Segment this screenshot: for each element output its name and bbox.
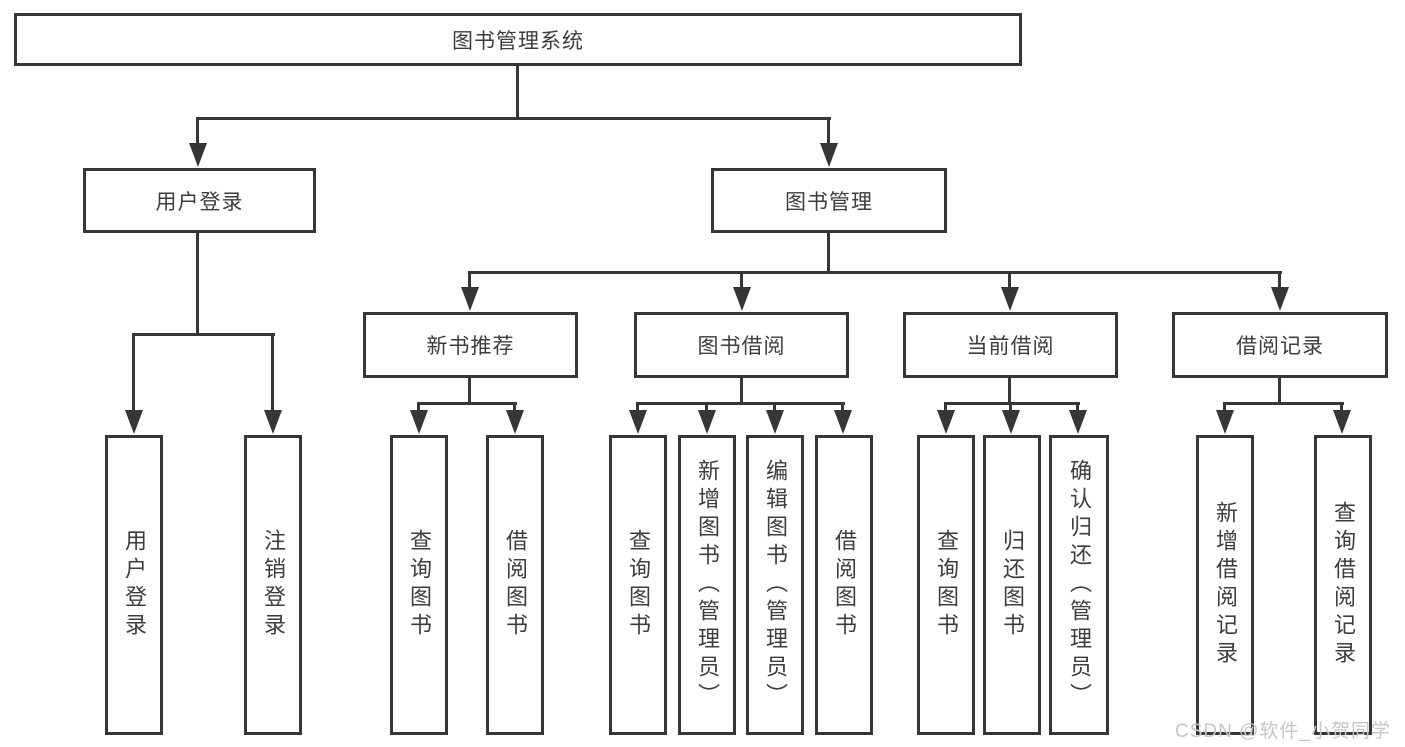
edge-drop-leaf-user-login xyxy=(132,333,135,415)
leaf-bb-add-books-label: 新增图书（管理员） xyxy=(695,459,720,711)
arrow-down-icon xyxy=(506,410,524,434)
node-book-management-label: 图书管理 xyxy=(785,190,873,214)
edge-drop-bb-edit xyxy=(773,402,776,415)
node-book-management: 图书管理 xyxy=(711,168,947,233)
leaf-user-login-label: 用户登录 xyxy=(122,529,147,641)
edge-drop-book-borrowing xyxy=(740,271,743,293)
arrow-down-icon xyxy=(820,143,838,167)
leaf-nb-query-books: 查询图书 xyxy=(390,435,448,735)
edge-drop-borrowing-records xyxy=(1278,271,1281,293)
leaf-nb-borrow-books: 借阅图书 xyxy=(486,435,544,735)
arrow-down-icon xyxy=(1002,410,1020,434)
edge-drop-book-management xyxy=(827,117,830,147)
edge-user-login-branch xyxy=(134,333,275,336)
edge-borrowing-records-stem xyxy=(1278,377,1281,405)
arrow-down-icon xyxy=(189,143,207,167)
leaf-cb-return-books-label: 归还图书 xyxy=(1000,529,1025,641)
edge-book-management-stem xyxy=(827,232,830,273)
leaf-cb-confirm-return: 确认归还（管理员） xyxy=(1049,435,1109,735)
edge-borrowing-records-branch xyxy=(1225,402,1344,405)
leaf-bb-edit-books-label: 编辑图书（管理员） xyxy=(763,459,788,711)
edge-drop-nb-query xyxy=(417,402,420,415)
edge-new-book-recommend-stem xyxy=(468,377,471,405)
arrow-down-icon xyxy=(1001,287,1019,311)
edge-drop-br-query xyxy=(1340,402,1343,415)
node-new-book-recommend-label: 新书推荐 xyxy=(426,335,515,358)
node-root: 图书管理系统 xyxy=(14,13,1022,66)
edge-drop-current-borrowing xyxy=(1008,271,1011,293)
leaf-nb-query-books-label: 查询图书 xyxy=(407,529,432,641)
leaf-cb-return-books: 归还图书 xyxy=(983,435,1041,735)
arrow-down-icon xyxy=(698,410,716,434)
edge-drop-cb-return xyxy=(1009,402,1012,415)
node-root-label: 图书管理系统 xyxy=(452,29,584,53)
edge-current-borrowing-branch xyxy=(946,402,1080,405)
leaf-bb-query-books-label: 查询图书 xyxy=(626,529,651,641)
arrow-down-icon xyxy=(1069,410,1087,434)
leaf-cb-query-books: 查询图书 xyxy=(917,435,975,735)
leaf-cb-query-books-label: 查询图书 xyxy=(934,529,959,641)
leaf-br-add-record-label: 新增借阅记录 xyxy=(1213,501,1238,669)
edge-book-borrowing-branch xyxy=(638,402,845,405)
edge-drop-leaf-logout xyxy=(271,333,274,415)
arrow-down-icon xyxy=(1271,287,1289,311)
arrow-down-icon xyxy=(1333,410,1351,434)
edge-drop-cb-query xyxy=(944,402,947,415)
node-user-login-label: 用户登录 xyxy=(155,190,244,214)
arrow-down-icon xyxy=(766,410,784,434)
edge-book-borrowing-stem xyxy=(740,377,743,405)
leaf-user-login: 用户登录 xyxy=(105,435,163,735)
edge-drop-bb-add xyxy=(705,402,708,415)
edge-drop-nb-borrow xyxy=(513,402,516,415)
node-book-borrowing: 图书借阅 xyxy=(634,312,849,378)
leaf-bb-borrow-books: 借阅图书 xyxy=(815,435,873,735)
leaf-bb-edit-books: 编辑图书（管理员） xyxy=(746,435,804,735)
leaf-logout-label: 注销登录 xyxy=(261,529,286,641)
arrow-down-icon xyxy=(629,410,647,434)
node-new-book-recommend: 新书推荐 xyxy=(363,312,578,378)
leaf-cb-confirm-return-label: 确认归还（管理员） xyxy=(1067,459,1092,711)
arrow-down-icon xyxy=(264,410,282,434)
edge-drop-cb-confirm xyxy=(1076,402,1079,415)
edge-new-book-recommend-branch xyxy=(419,402,517,405)
leaf-nb-borrow-books-label: 借阅图书 xyxy=(503,529,528,641)
node-user-login: 用户登录 xyxy=(83,168,316,233)
leaf-br-query-record: 查询借阅记录 xyxy=(1314,435,1372,735)
leaf-bb-add-books: 新增图书（管理员） xyxy=(678,435,736,735)
leaf-br-add-record: 新增借阅记录 xyxy=(1196,435,1254,735)
edge-current-borrowing-stem xyxy=(1008,377,1011,405)
edge-drop-br-add xyxy=(1223,402,1226,415)
leaf-logout: 注销登录 xyxy=(244,435,302,735)
arrow-down-icon xyxy=(937,410,955,434)
edge-drop-user-login xyxy=(196,117,199,147)
edge-root-stem xyxy=(516,64,519,120)
node-book-borrowing-label: 图书借阅 xyxy=(697,335,786,358)
edge-book-management-branch xyxy=(470,271,1282,274)
node-current-borrowing: 当前借阅 xyxy=(903,312,1118,378)
edge-drop-new-book-recommend xyxy=(468,271,471,293)
node-borrowing-records: 借阅记录 xyxy=(1172,312,1388,378)
arrow-down-icon xyxy=(834,410,852,434)
arrow-down-icon xyxy=(125,410,143,434)
arrow-down-icon xyxy=(410,410,428,434)
node-borrowing-records-label: 借阅记录 xyxy=(1236,335,1324,358)
edge-root-branch xyxy=(198,117,831,120)
node-current-borrowing-label: 当前借阅 xyxy=(966,335,1055,358)
leaf-bb-borrow-books-label: 借阅图书 xyxy=(832,529,857,641)
arrow-down-icon xyxy=(461,287,479,311)
edge-drop-bb-query xyxy=(636,402,639,415)
edge-user-login-stem xyxy=(196,232,199,335)
arrow-down-icon xyxy=(733,287,751,311)
arrow-down-icon xyxy=(1216,410,1234,434)
edge-drop-bb-borrow xyxy=(841,402,844,415)
leaf-br-query-record-label: 查询借阅记录 xyxy=(1331,501,1356,669)
csdn-watermark: CSDN @软件_小贺同学 xyxy=(1175,721,1391,742)
leaf-bb-query-books: 查询图书 xyxy=(609,435,667,735)
